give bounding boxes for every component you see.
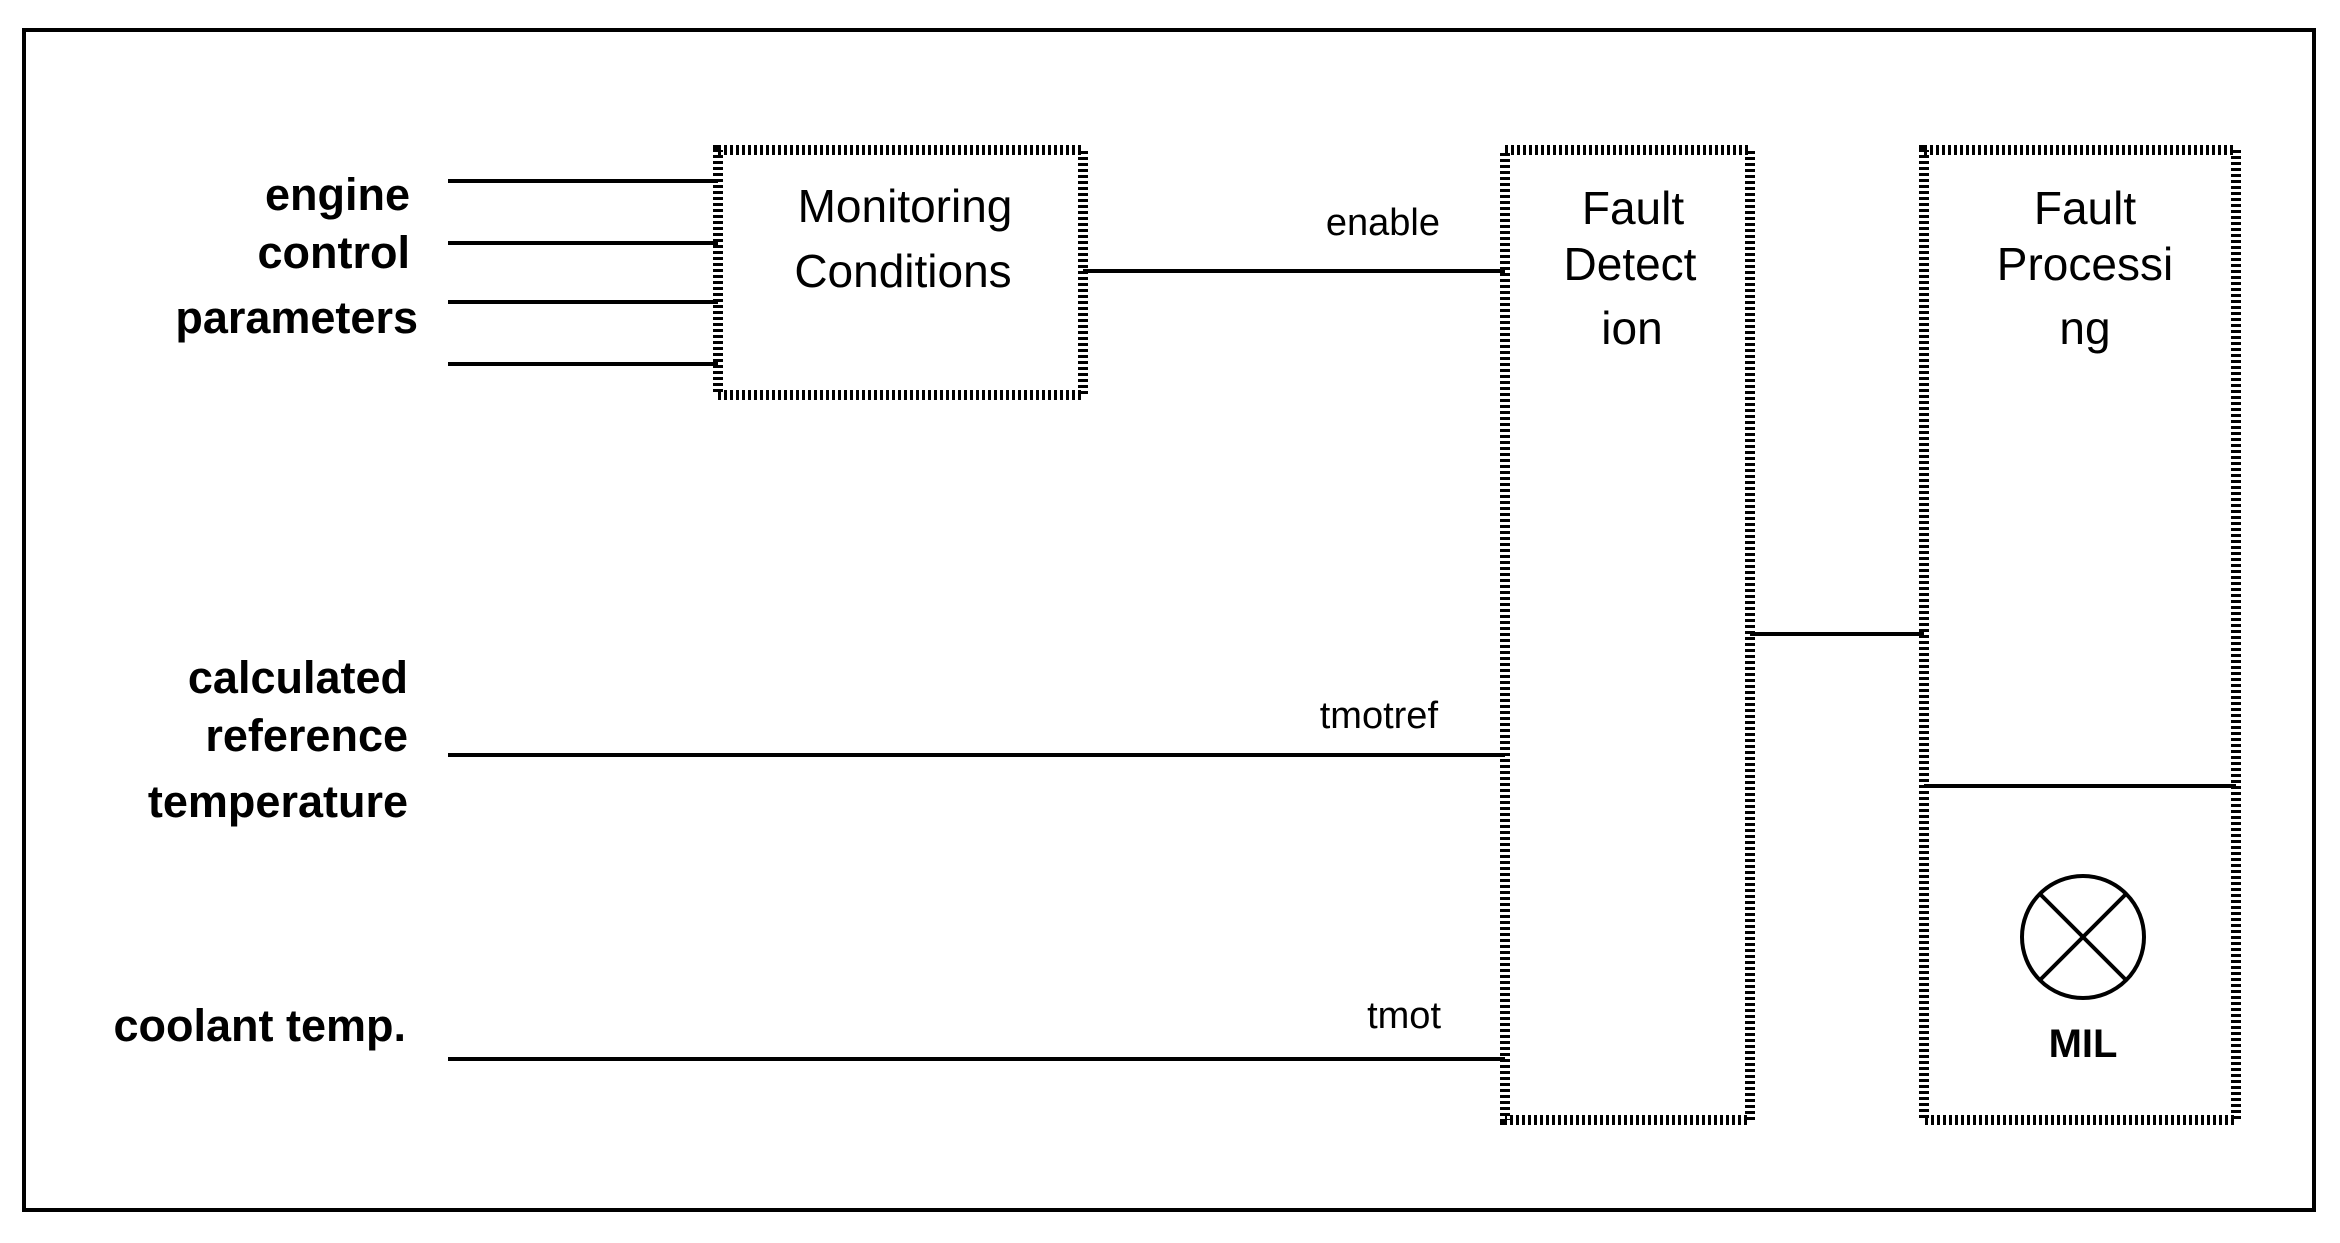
enable-signal-label: enable — [1326, 202, 1440, 244]
block-label-line: ng — [2059, 302, 2110, 354]
engine-control-parameters-label: engine control parameters — [175, 169, 418, 343]
reference-temperature-label: calculated reference temperature — [148, 652, 408, 827]
input-label-line: temperature — [148, 776, 408, 827]
block-label-line: Fault — [2034, 182, 2136, 234]
monitoring-conditions-block: Monitoring Conditions — [713, 145, 1088, 400]
input-label-line: control — [258, 227, 411, 278]
block-label-line: Monitoring — [798, 180, 1013, 232]
mil-indicator: MIL — [2020, 874, 2146, 1066]
fault-processing-block: Fault Processi ng — [1919, 145, 2241, 1125]
coolant-temp-label: coolant temp. — [113, 1000, 406, 1051]
tmotref-signal-label: tmotref — [1320, 695, 1439, 737]
block-label-line: ion — [1601, 302, 1662, 354]
input-label-line: engine — [265, 169, 410, 220]
input-label-line: parameters — [175, 292, 418, 343]
lamp-icon — [2020, 874, 2146, 1000]
block-border — [1500, 145, 1755, 1125]
block-label-line: Fault — [1582, 182, 1684, 234]
engine-control-input-lines — [448, 179, 718, 366]
tmot-signal-label: tmot — [1367, 995, 1441, 1037]
block-border — [1919, 145, 2241, 1125]
block-label-line: Conditions — [794, 245, 1011, 297]
mil-label: MIL — [2049, 1022, 2118, 1066]
input-label-line: calculated — [188, 652, 408, 703]
block-label-line: Detect — [1564, 238, 1697, 290]
input-label-line: reference — [205, 710, 408, 761]
fault-detection-block: Fault Detect ion — [1500, 145, 1755, 1125]
outer-frame — [22, 28, 2316, 1212]
block-label-line: Processi — [1997, 238, 2173, 290]
